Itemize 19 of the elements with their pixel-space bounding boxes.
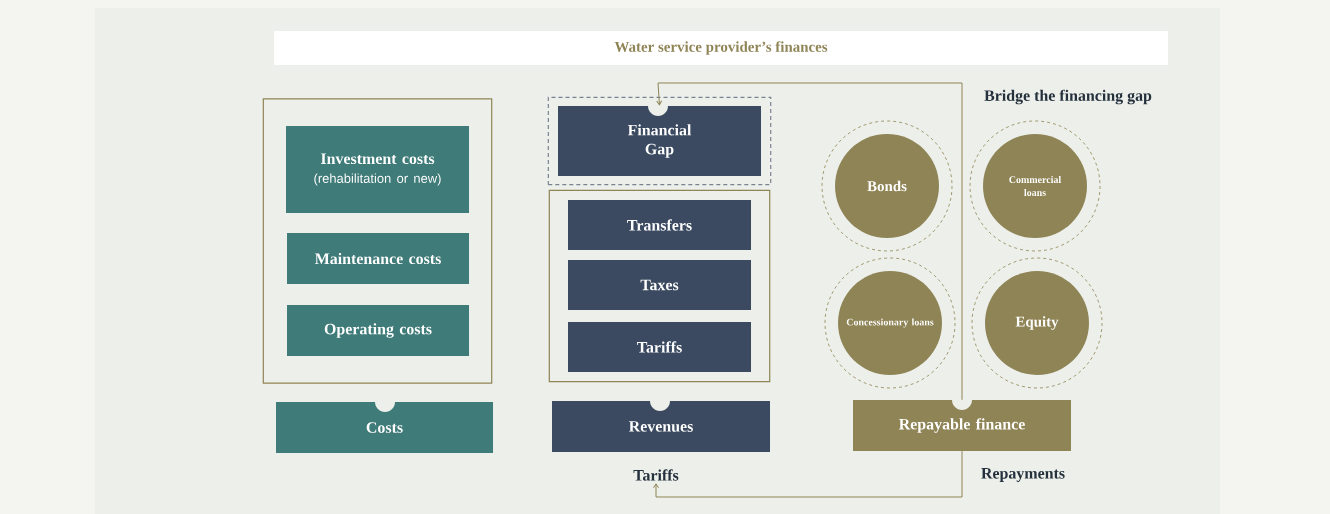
group-frame: [548, 189, 771, 383]
labelled-box: Repayable finance: [853, 400, 1071, 451]
dashed-frame: [547, 96, 772, 186]
labelled-box: Taxes: [568, 260, 751, 310]
labelled-box: Investment costs (rehabilitation or new): [286, 126, 469, 213]
labelled-box: Costs: [276, 402, 493, 453]
labelled-box: Transfers: [568, 200, 751, 250]
labelled-box: Operating costs: [287, 305, 469, 356]
labelled-box: Tariffs: [568, 322, 751, 372]
edge-label: Repayments: [981, 468, 1065, 482]
edge-label: Bridge the financing gap: [984, 89, 1152, 105]
arrow: [653, 450, 963, 498]
labelled-box: Revenues: [552, 401, 770, 452]
labelled-box: Financial Gap: [558, 106, 761, 176]
flow-label: Tariffs: [633, 469, 679, 481]
arrow: [656, 82, 963, 401]
group-frame: [262, 98, 493, 384]
labelled-box: Maintenance costs: [287, 233, 469, 284]
title-banner: Water service provider’s finances: [274, 31, 1168, 65]
